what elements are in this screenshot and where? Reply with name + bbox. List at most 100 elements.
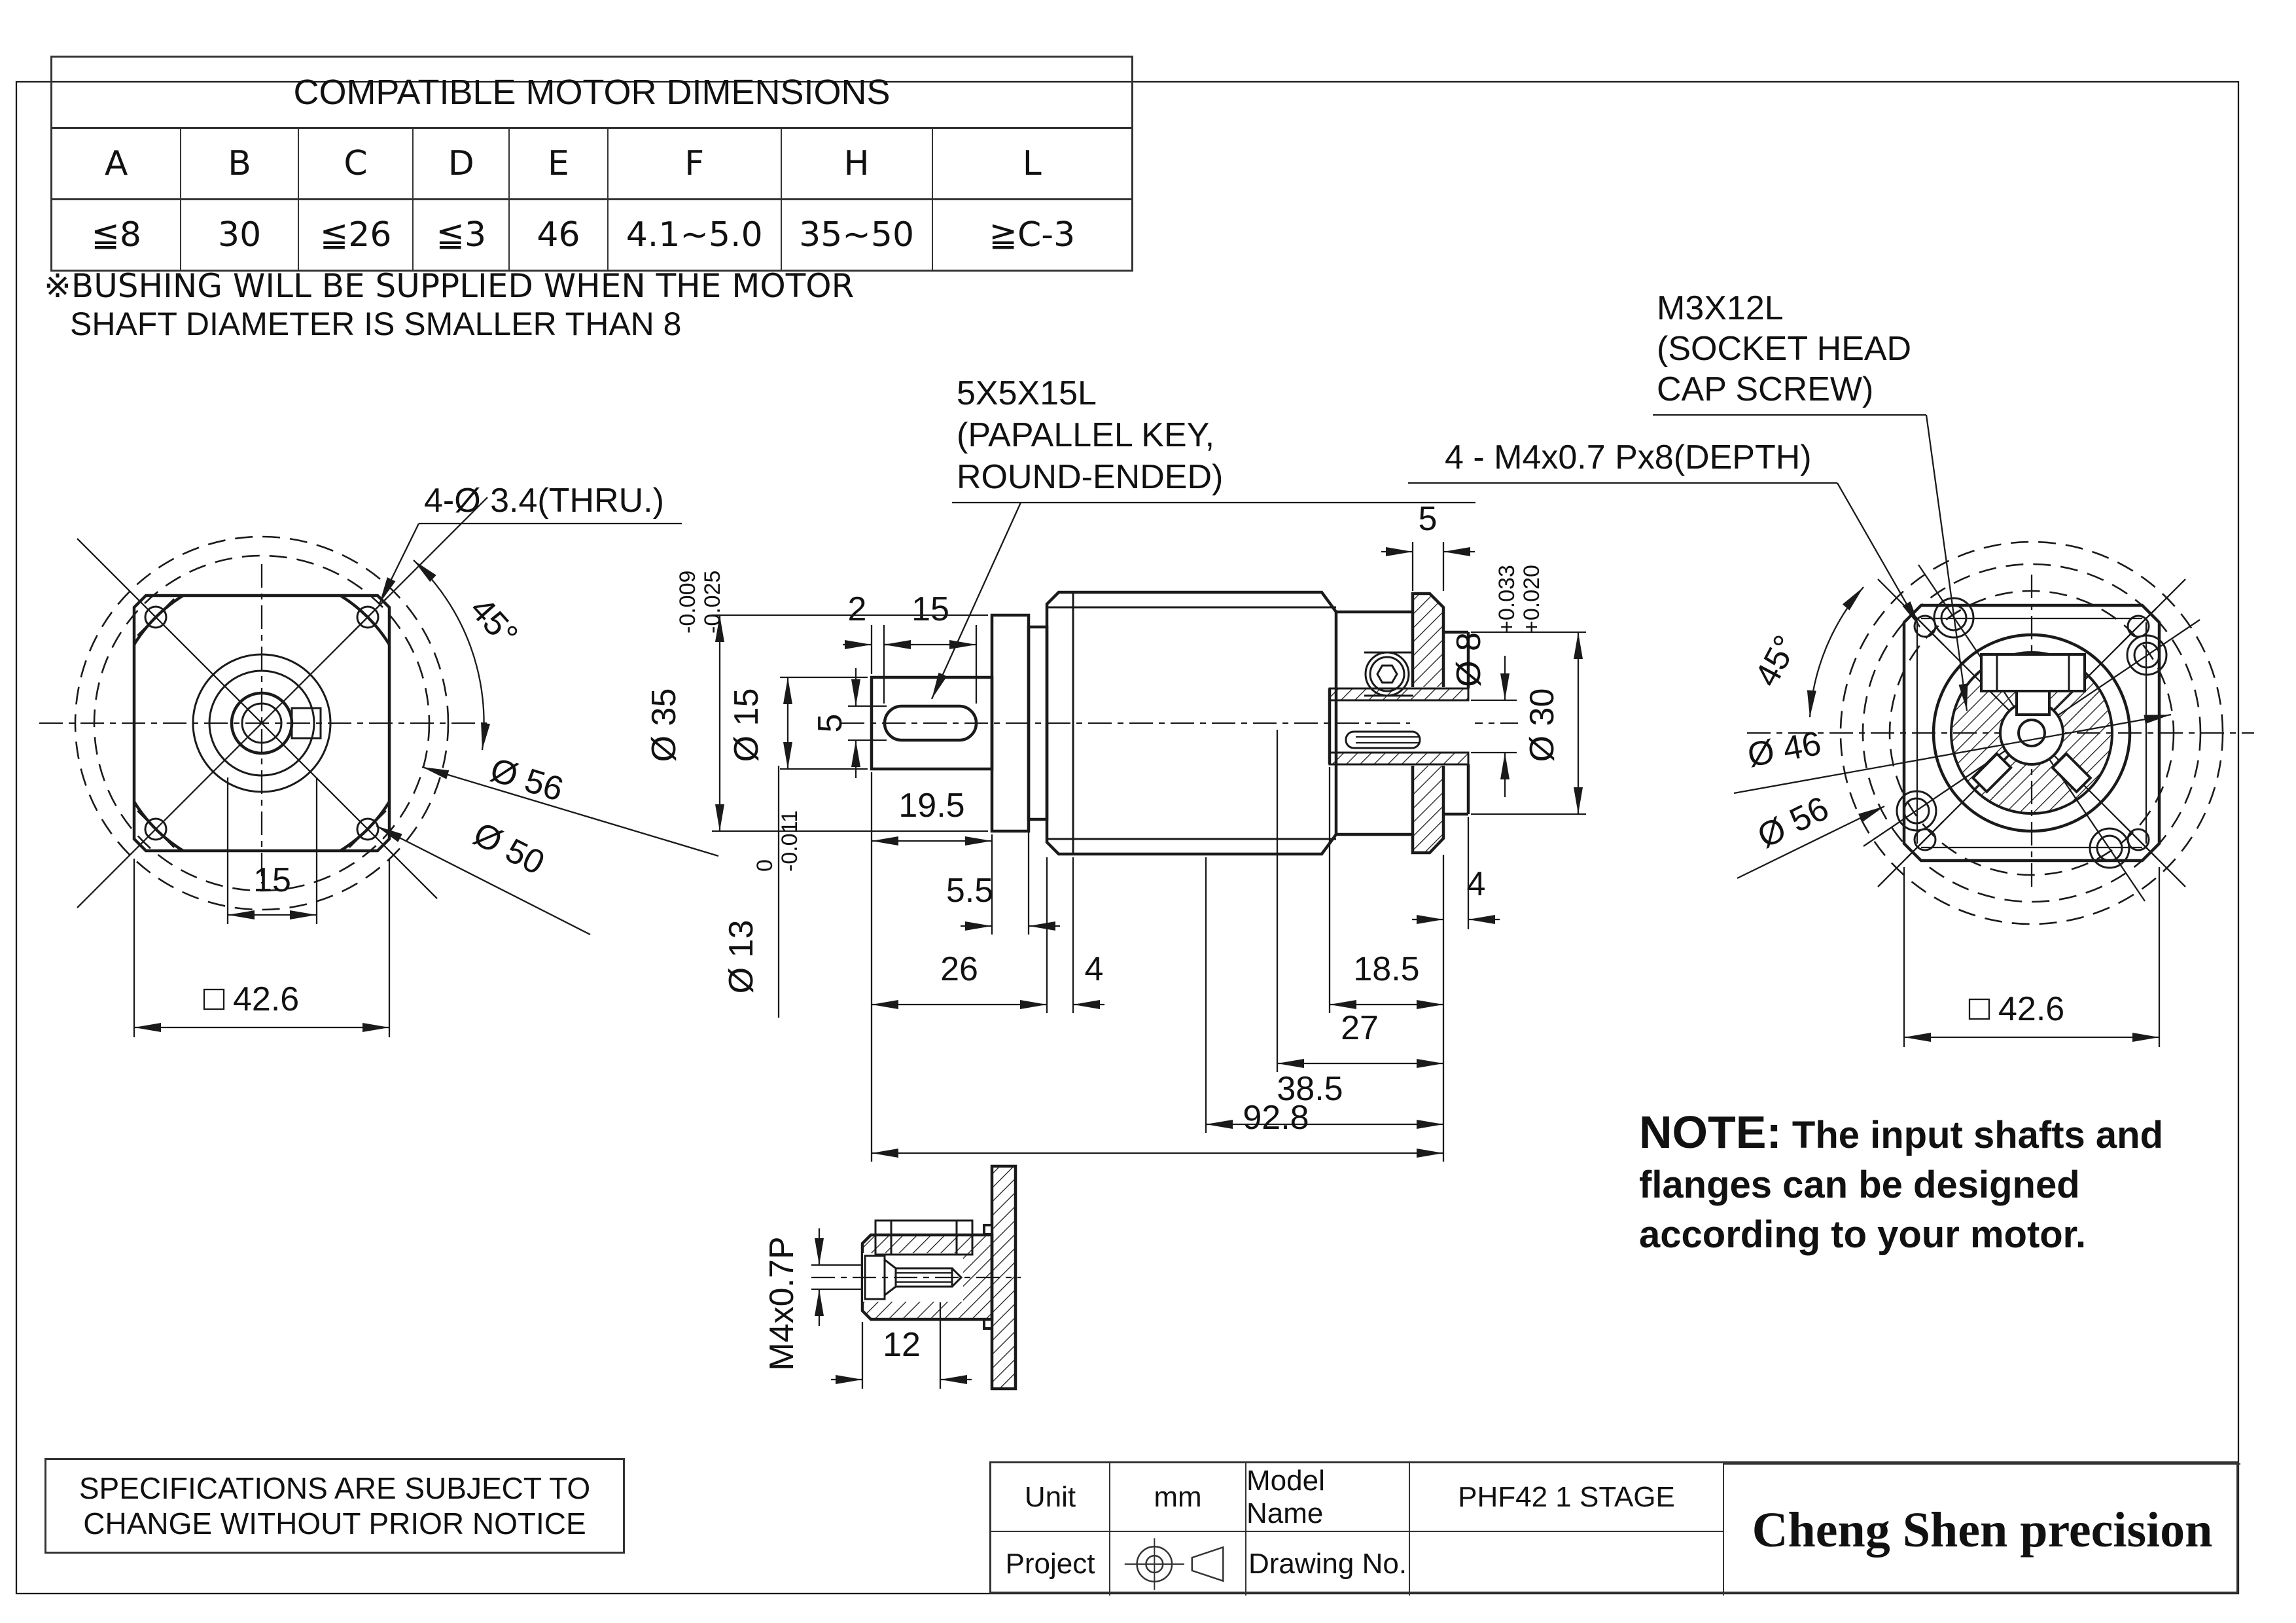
table-value-f: 4.1~5.0: [607, 200, 781, 270]
bushing-note-line1: ※BUSHING WILL BE SUPPLIED WHEN THE MOTOR: [44, 267, 855, 305]
table-header-c: C: [297, 129, 413, 198]
title-block: Unit mm Model Name PHF42 1 STAGE Cheng S…: [989, 1461, 2240, 1596]
spec-line2: CHANGE WITHOUT PRIOR NOTICE: [83, 1507, 586, 1541]
svg-text:+0.033: +0.033: [1494, 565, 1519, 633]
svg-text:-0.025: -0.025: [700, 571, 725, 633]
model-name-value: PHF42 1 STAGE: [1409, 1463, 1723, 1531]
svg-text:0: 0: [752, 859, 777, 872]
note-line1: The input shafts and: [1792, 1114, 2164, 1156]
side-dia30-label: Ø 30 +0.033 +0.020: [1494, 565, 1561, 762]
projection-symbol-cell: [1109, 1531, 1245, 1596]
note-block: NOTE: The input shafts and flanges can b…: [1639, 1107, 2293, 1260]
svg-text:Ø 30: Ø 30: [1523, 688, 1561, 762]
side-dia8-label: Ø 8: [1450, 632, 1488, 687]
side-dim4rear-label: 4: [1467, 865, 1486, 903]
table-header-h: H: [780, 129, 932, 198]
table-value-c: ≦26: [297, 200, 413, 270]
side-screwcallout-3: CAP SCREW): [1657, 370, 1873, 408]
side-view: 2 15 5 Ø 15 Ø 35 -0.009 -0.025 Ø 13 0 -0…: [645, 289, 1968, 1162]
front-hole-callout: 4-Ø 3.4(THRU.): [424, 482, 664, 520]
front-dia56-leader: [421, 766, 719, 857]
side-dim38_5-label: 38.5: [1277, 1070, 1343, 1108]
side-keyway: [883, 704, 978, 742]
rear-dia56-leader: [1737, 805, 1885, 880]
drawing-no-label: Drawing No.: [1245, 1531, 1409, 1596]
side-dim27-label: 27: [1341, 1009, 1379, 1047]
detail-view: M4x0.7P 12: [763, 1164, 1021, 1391]
rear-square-symbol: [1968, 998, 1990, 1020]
detail-thread-label: M4x0.7P: [763, 1236, 801, 1370]
front-dim15-label: 15: [253, 861, 291, 899]
side-dim4front-label: 4: [1085, 950, 1104, 988]
side-clamp-screw: [1364, 651, 1413, 697]
front-square-symbol: [203, 988, 225, 1010]
table-header-f: F: [607, 129, 781, 198]
side-dim5_5-label: 5.5: [946, 872, 993, 910]
rear-angle-label: 45°: [1748, 630, 1805, 693]
bushing-note: ※BUSHING WILL BE SUPPLIED WHEN THE MOTOR…: [44, 267, 854, 343]
front-hole-callout-leader: [378, 523, 420, 604]
compatible-motor-table: COMPATIBLE MOTOR DIMENSIONS A B C D E F …: [50, 56, 1133, 272]
table-header-row: A B C D E F H L: [52, 127, 1131, 198]
side-tapcallout: 4 - M4x0.7 Px8(DEPTH): [1445, 438, 1812, 476]
side-dim18_5-label: 18.5: [1353, 950, 1419, 988]
svg-text:Ø 35: Ø 35: [645, 688, 683, 762]
front-hub-circle: [192, 653, 332, 793]
side-screwcallout-1: M3X12L: [1657, 289, 1784, 327]
rear-angle-arc: [1807, 586, 1864, 718]
side-dim92_8-label: 92.8: [1243, 1099, 1309, 1137]
project-label: Project: [991, 1531, 1109, 1596]
sheet-border: [15, 80, 2240, 1595]
front-dia56-label: Ø 56: [486, 751, 568, 809]
table-value-l: ≧C-3: [931, 200, 1131, 270]
table-header-b: B: [180, 129, 297, 198]
detail-dim12-label: 12: [883, 1326, 921, 1364]
side-bushing-bottom: [1328, 751, 1470, 766]
table-value-d: ≦3: [412, 200, 508, 270]
unit-label: Unit: [1024, 1480, 1076, 1513]
table-header-l: L: [931, 129, 1131, 198]
drawing-no-value: [1409, 1531, 1723, 1596]
front-bore-circle: [241, 702, 283, 744]
unit-value: mm: [1109, 1463, 1245, 1531]
front-dia50-label: Ø 50: [467, 815, 550, 882]
front-dia50-leader: [376, 825, 591, 936]
company-name: Cheng Shen precision: [1723, 1463, 2240, 1596]
table-value-a: ≦8: [91, 215, 141, 255]
spec-line1: SPECIFICATIONS ARE SUBJECT TO: [79, 1471, 591, 1505]
front-angle-arc: [413, 560, 490, 751]
table-value-b: 30: [180, 200, 297, 270]
note-title: NOTE:: [1639, 1107, 1782, 1158]
table-header-d: D: [412, 129, 508, 198]
projection-symbol-icon: [1124, 1538, 1224, 1590]
rear-flange-square: [1902, 603, 2161, 863]
side-bushing-top: [1328, 687, 1470, 702]
rear-circle-46-dashed: [1888, 590, 2175, 876]
rear-m4-holes: [1896, 597, 2168, 869]
rear-circle-56-dashed: [1862, 563, 2202, 903]
side-keycallout-1: 5X5X15L: [957, 374, 1097, 412]
detail-upper-block: [874, 1219, 974, 1256]
rear-dia56-label: Ø 56: [1752, 789, 1835, 856]
note-line2: flanges can be designed: [1639, 1164, 2080, 1206]
model-name-label: Model Name: [1245, 1463, 1409, 1531]
rear-dia46-leader: [1733, 713, 2172, 794]
rear-through-holes: [1906, 607, 2157, 859]
note-line3: according to your motor.: [1639, 1213, 2087, 1256]
front-dim426-label: 42.6: [233, 980, 299, 1018]
side-dim5flange-label: 5: [1419, 500, 1438, 538]
table-title: COMPATIBLE MOTOR DIMENSIONS: [293, 73, 891, 112]
side-body: [1045, 590, 1338, 856]
bushing-note-line2: SHAFT DIAMETER IS SMALLER THAN 8: [70, 306, 682, 342]
side-dim19_5-label: 19.5: [898, 787, 964, 825]
side-dim2-label: 2: [848, 590, 867, 628]
spec-box: SPECIFICATIONS ARE SUBJECT TO CHANGE WIT…: [44, 1458, 625, 1554]
rear-dim426-label: 42.6: [1998, 990, 2064, 1028]
side-keycallout-3: ROUND-ENDED): [957, 458, 1223, 496]
side-dim26-label: 26: [940, 950, 978, 988]
rear-dia46-label: Ø 46: [1745, 724, 1824, 775]
table-value-h: 35~50: [780, 200, 932, 270]
side-screwcallout-2: (SOCKET HEAD: [1657, 330, 1911, 368]
